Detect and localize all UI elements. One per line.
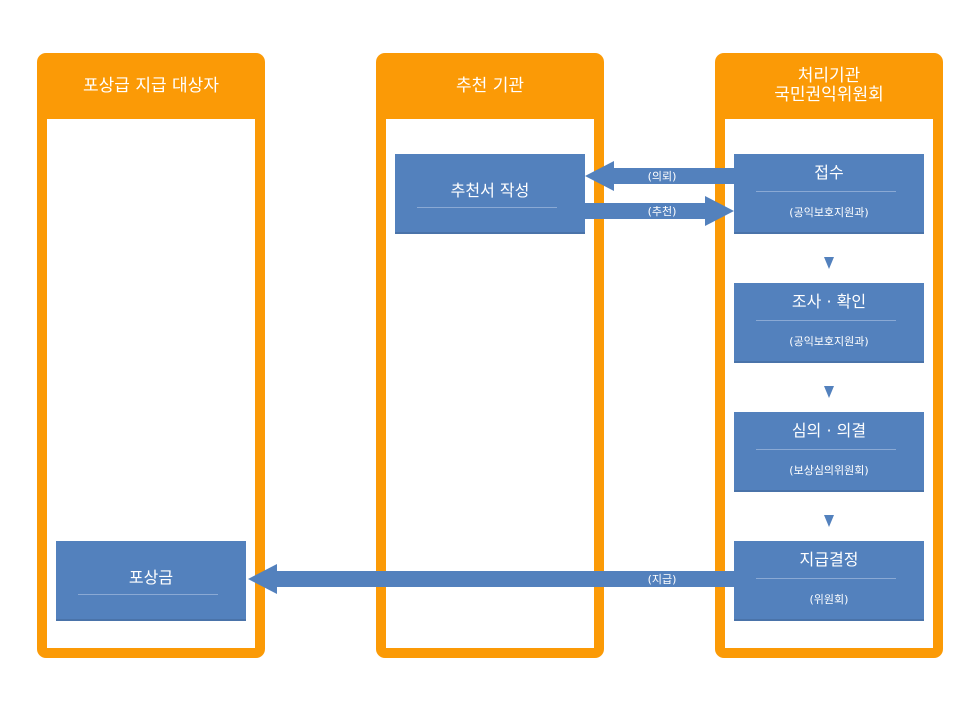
reward-box: 포상금 <box>56 541 246 621</box>
receipt-box: 접수 (공익보호지원과) <box>734 154 924 234</box>
lane-recommender-title: 추천 기관 <box>456 75 524 96</box>
write-recommendation-box: 추천서 작성 <box>395 154 585 234</box>
lane-recipient-title: 포상급 지급 대상자 <box>83 75 219 96</box>
payment-arrow-label: (지급) <box>647 573 677 586</box>
write-recommendation-title: 추천서 작성 <box>450 181 530 200</box>
divider <box>417 207 557 208</box>
deliberation-box: 심의 · 의결 (보상심의위원회) <box>734 412 924 492</box>
divider <box>756 191 896 192</box>
investigation-box: 조사 · 확인 (공익보호지원과) <box>734 283 924 363</box>
lane-processor-title-line2: 국민권익위원회 <box>774 85 884 105</box>
down-arrow-2 <box>824 386 834 398</box>
receipt-title: 접수 <box>814 163 844 182</box>
payment-decision-title: 지급결정 <box>799 550 859 569</box>
down-arrow-3 <box>824 515 834 527</box>
lane-recommender: 추천 기관 <box>376 53 604 658</box>
divider <box>756 578 896 579</box>
investigation-title: 조사 · 확인 <box>791 292 867 311</box>
lane-recommender-header: 추천 기관 <box>376 53 604 119</box>
deliberation-title: 심의 · 의결 <box>791 421 867 440</box>
receipt-subtitle: (공익보호지원과) <box>789 206 869 219</box>
investigation-subtitle: (공익보호지원과) <box>789 335 869 348</box>
divider <box>756 449 896 450</box>
payment-decision-subtitle: (위원회) <box>809 593 849 606</box>
divider <box>78 594 218 595</box>
down-arrow-1 <box>824 257 834 269</box>
lane-processor-header: 처리기관 국민권익위원회 <box>715 53 943 119</box>
lane-processor-title-line1: 처리기관 <box>797 66 861 86</box>
recommend-arrow-label: (추천) <box>647 205 677 218</box>
request-arrow-label: (의뢰) <box>647 170 677 183</box>
lane-recipient-header: 포상급 지급 대상자 <box>37 53 265 119</box>
divider <box>756 320 896 321</box>
deliberation-subtitle: (보상심의위원회) <box>789 464 869 477</box>
payment-decision-box: 지급결정 (위원회) <box>734 541 924 621</box>
reward-title: 포상금 <box>128 568 174 587</box>
